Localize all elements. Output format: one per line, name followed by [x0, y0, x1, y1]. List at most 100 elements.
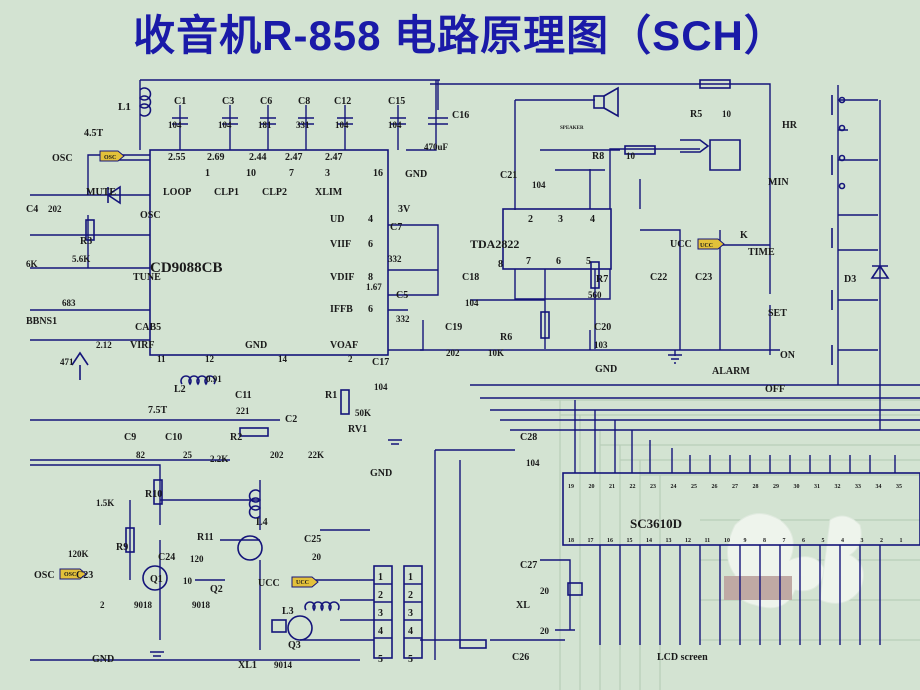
label-v120: 120: [190, 554, 204, 564]
sc3610-pin: 18: [568, 538, 574, 544]
label-c22: C22: [650, 272, 667, 283]
label-osc1: OSC: [52, 153, 73, 164]
sc3610-pin: 29: [773, 484, 779, 490]
connector-left: [373, 565, 393, 659]
sc3610-pin: 24: [671, 484, 677, 490]
label-c11: C11: [235, 390, 252, 401]
sc3610-pin: 28: [753, 484, 759, 490]
sc3610-pin: 35: [896, 484, 902, 490]
page-title: 收音机R-858 电路原理图（SCH）: [133, 12, 787, 59]
label-n8a: 8: [498, 259, 503, 270]
sc3610-pin: 31: [814, 484, 820, 490]
label-v104f: 104: [465, 298, 479, 308]
label-ucc2: UCC: [258, 578, 280, 589]
label-r6: R6: [500, 332, 512, 343]
resistor-r7: [590, 261, 600, 289]
sc3610-pin: 17: [588, 538, 594, 544]
label-ucc_s2: UCC: [296, 580, 309, 586]
label-c17: C17: [372, 357, 389, 368]
sc3610-pin: 26: [712, 484, 718, 490]
label-n14: 14: [278, 354, 288, 364]
label-l3: L3: [282, 606, 294, 617]
label-n3d: 3: [408, 608, 413, 619]
resistor-c26: [459, 639, 487, 649]
label-n7a: 7: [526, 256, 531, 267]
sc3610-pin: 4: [841, 538, 844, 544]
transistor-q2: [237, 535, 263, 561]
label-t75: 7.5T: [148, 405, 168, 416]
label-min: MIN: [768, 177, 789, 188]
resistor-r2: [239, 427, 269, 437]
sc3610-pin: 9: [744, 538, 747, 544]
sc3610-pin: 20: [589, 484, 595, 490]
sc3610-pin: 33: [855, 484, 861, 490]
inductor-l3: [304, 601, 340, 612]
label-c4: C4: [26, 204, 38, 215]
label-n6a: 6: [368, 239, 373, 250]
sc3610-pin: 16: [607, 538, 613, 544]
label-q2: Q2: [210, 584, 223, 595]
sc3610-pin: 22: [630, 484, 636, 490]
label-v56k: 5.6K: [72, 254, 90, 264]
label-xl1: XL1: [238, 660, 257, 671]
label-v10c: 10: [183, 576, 193, 586]
label-osc_small: OSC: [104, 155, 116, 161]
label-C12: C12: [334, 96, 351, 107]
label-c23: C23: [695, 272, 712, 283]
label-v470: 470uF: [424, 142, 449, 152]
label-clp1: CLP1: [214, 187, 239, 198]
label-set: SET: [768, 308, 787, 319]
label-v9014: 9014: [274, 660, 293, 670]
label-C8: C8: [298, 96, 310, 107]
ic-tda2822: [502, 208, 612, 270]
label-v332a: 332: [388, 254, 402, 264]
label-v10k: 10K: [488, 348, 504, 358]
label-c25: C25: [304, 534, 321, 545]
label-v120k: 120K: [68, 549, 89, 559]
label-n8b: 8: [368, 272, 373, 283]
label-C15: C15: [388, 96, 405, 107]
label-cab5: CAB5: [135, 322, 161, 333]
label-v104a: 104: [168, 120, 182, 130]
label-n12: 12: [205, 354, 215, 364]
label-n1d: 1: [408, 572, 413, 583]
resistor-r3: [85, 219, 95, 241]
label-n16: 16: [373, 168, 383, 179]
ic-label-sc3610: SC3610D: [630, 516, 682, 531]
diode-d3: [870, 264, 890, 279]
ic-sc3610d: [562, 472, 920, 546]
label-k: K: [740, 230, 748, 241]
label-c18: C18: [462, 272, 479, 283]
label-l2: L2: [174, 384, 186, 395]
sc3610-pin: 8: [763, 538, 766, 544]
label-v221: 221: [236, 406, 250, 416]
label-r10: R10: [145, 489, 162, 500]
label-n3a: 3: [558, 214, 563, 225]
diode-mute: [106, 185, 121, 205]
label-osc_s2: OSC: [64, 572, 76, 578]
label-clp2: CLP2: [262, 187, 287, 198]
label-C16: C16: [452, 110, 469, 121]
label-d3: D3: [844, 274, 856, 285]
ic-label-lcd: LCD screen: [657, 652, 708, 663]
label-vifr: VIIF: [330, 239, 351, 250]
resistor-r10: [153, 479, 163, 505]
sc3610-pin: 3: [861, 538, 864, 544]
inductor-l2: [180, 375, 216, 386]
label-v471: 471: [60, 357, 74, 367]
label-r2: R2: [230, 432, 242, 443]
label-gnd2: GND: [245, 340, 267, 351]
label-n4a: 4: [368, 214, 373, 225]
label-p269: 2.69: [207, 152, 225, 163]
resistor-r8: [624, 145, 656, 155]
label-v20a: 20: [312, 552, 322, 562]
sc3610-pin: 2: [880, 538, 883, 544]
label-ud: UD: [330, 214, 344, 225]
sc3610-pin: 30: [794, 484, 800, 490]
label-v560: 560: [588, 290, 602, 300]
sc3610-pin: 7: [783, 538, 786, 544]
label-v104h: 104: [526, 458, 540, 468]
label-v104c: 104: [335, 120, 349, 130]
